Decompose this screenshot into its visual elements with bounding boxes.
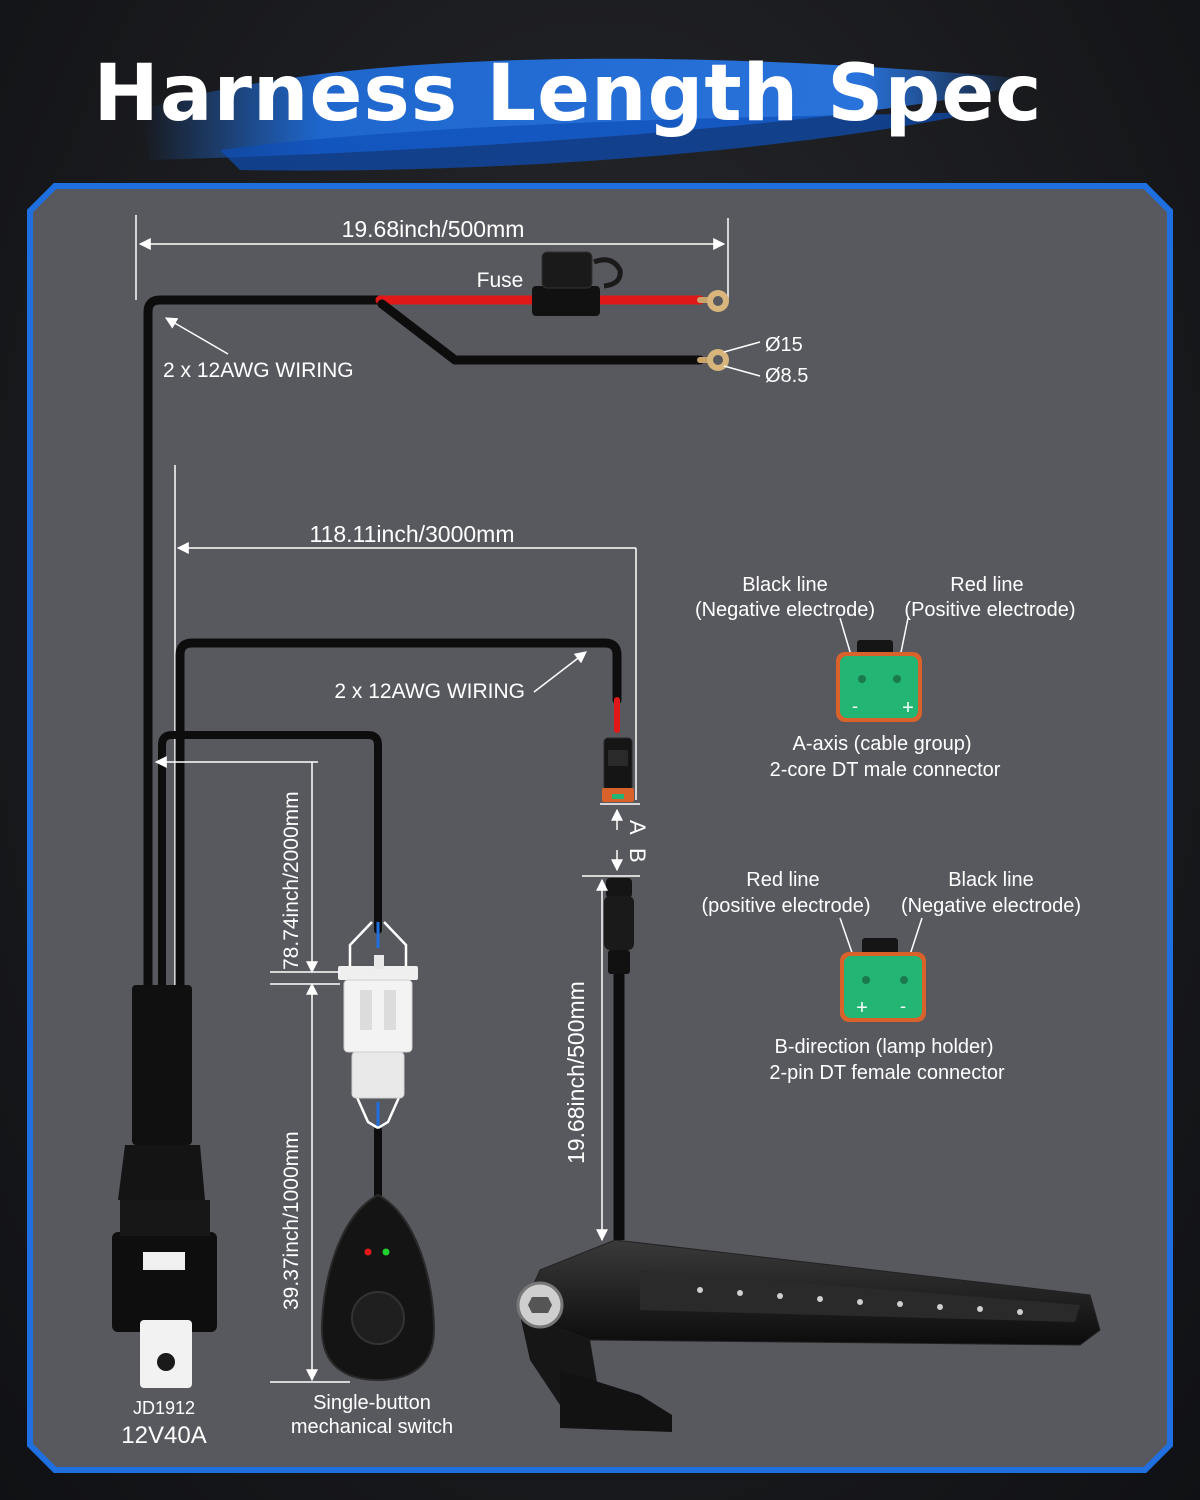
page-title: Harness Length Spec [94,49,1043,139]
connector-b-detail: Red line (positive electrode) Black line… [702,869,1082,1084]
wiring-mid-label: 2 x 12AWG WIRING [334,680,525,703]
switch-label-2: mechanical switch [291,1416,453,1438]
connector-a-left-title: Black line [742,574,828,596]
connector-b-right-sub: (Negative electrode) [901,895,1081,917]
mechanical-switch [320,1193,436,1382]
connector-a-left-sub: (Negative electrode) [695,599,875,621]
connector-a-pin-right: + [902,697,914,719]
relay-rating-label: 12V40A [121,1422,206,1449]
switch-plug [338,955,418,1099]
switch-button-icon [351,1291,405,1345]
switch-housing-wires [348,921,408,1130]
connector-b-left-title: Red line [746,869,819,891]
green-led-icon [382,1248,390,1256]
switch-label-1: Single-button [313,1392,431,1414]
connector-a-caption-1: A-axis (cable group) [793,733,972,755]
connector-b-pin-left: + [856,997,868,1019]
wiring-top-label: 2 x 12AWG WIRING [163,359,354,382]
connector-b-right-title: Black line [948,869,1034,891]
connector-b-left-sub: (positive electrode) [702,895,871,917]
connector-a-pin-left: - [852,696,858,716]
led-row [697,1287,1023,1315]
ring-leaders [723,341,761,377]
fuse-branch [143,295,715,1005]
fuse-holder [532,251,623,316]
dt-female-connector [604,878,634,1240]
connector-b-caption-2: 2-pin DT female connector [769,1062,1005,1084]
main-wire [175,638,622,1005]
ring-outer-label: Ø15 [765,334,803,356]
connector-a-caption-2: 2-core DT male connector [770,759,1001,781]
dimension-main [174,465,637,990]
dimension-lightbar-label: 19.68inch/500mm [563,981,589,1164]
title-banner: Harness Length Spec [94,49,1043,171]
dimension-switch [154,756,350,1383]
relay-model-label: JD1912 [133,1398,195,1418]
dt-male-connector [602,737,634,802]
axis-b-label: B [625,848,650,863]
red-led-icon [364,1248,372,1256]
connector-a-right-sub: (Positive electrode) [904,599,1075,621]
connector-b-caption-1: B-direction (lamp holder) [775,1036,994,1058]
ab-gap [582,803,640,877]
ring-terminal-bottom [707,349,729,371]
brush-stroke [140,58,1040,160]
axis-a-label: A [625,820,650,835]
brush-stroke-2 [220,112,980,171]
light-bar [516,1239,1101,1432]
switch-wire [158,731,382,1204]
dimension-switch-lower-label: 39.37inch/1000mm [280,1131,303,1310]
connector-a-right-title: Red line [950,574,1023,596]
relay [112,985,217,1388]
connector-a-detail: Black line (Negative electrode) Red line… [695,574,1076,781]
connector-b-pin-right: - [900,996,906,1016]
dimension-top-label: 19.68inch/500mm [342,216,525,242]
ring-terminal-top [707,290,729,312]
dimension-main-label: 118.11inch/3000mm [309,521,514,547]
ring-inner-label: Ø8.5 [765,365,808,387]
dimension-top [135,215,729,300]
wiring-mid-arrow [533,651,587,693]
fuse-label: Fuse [477,269,524,292]
dimension-switch-upper-label: 78.74inch/2000mm [280,791,303,970]
wiring-top-arrow [164,317,229,355]
